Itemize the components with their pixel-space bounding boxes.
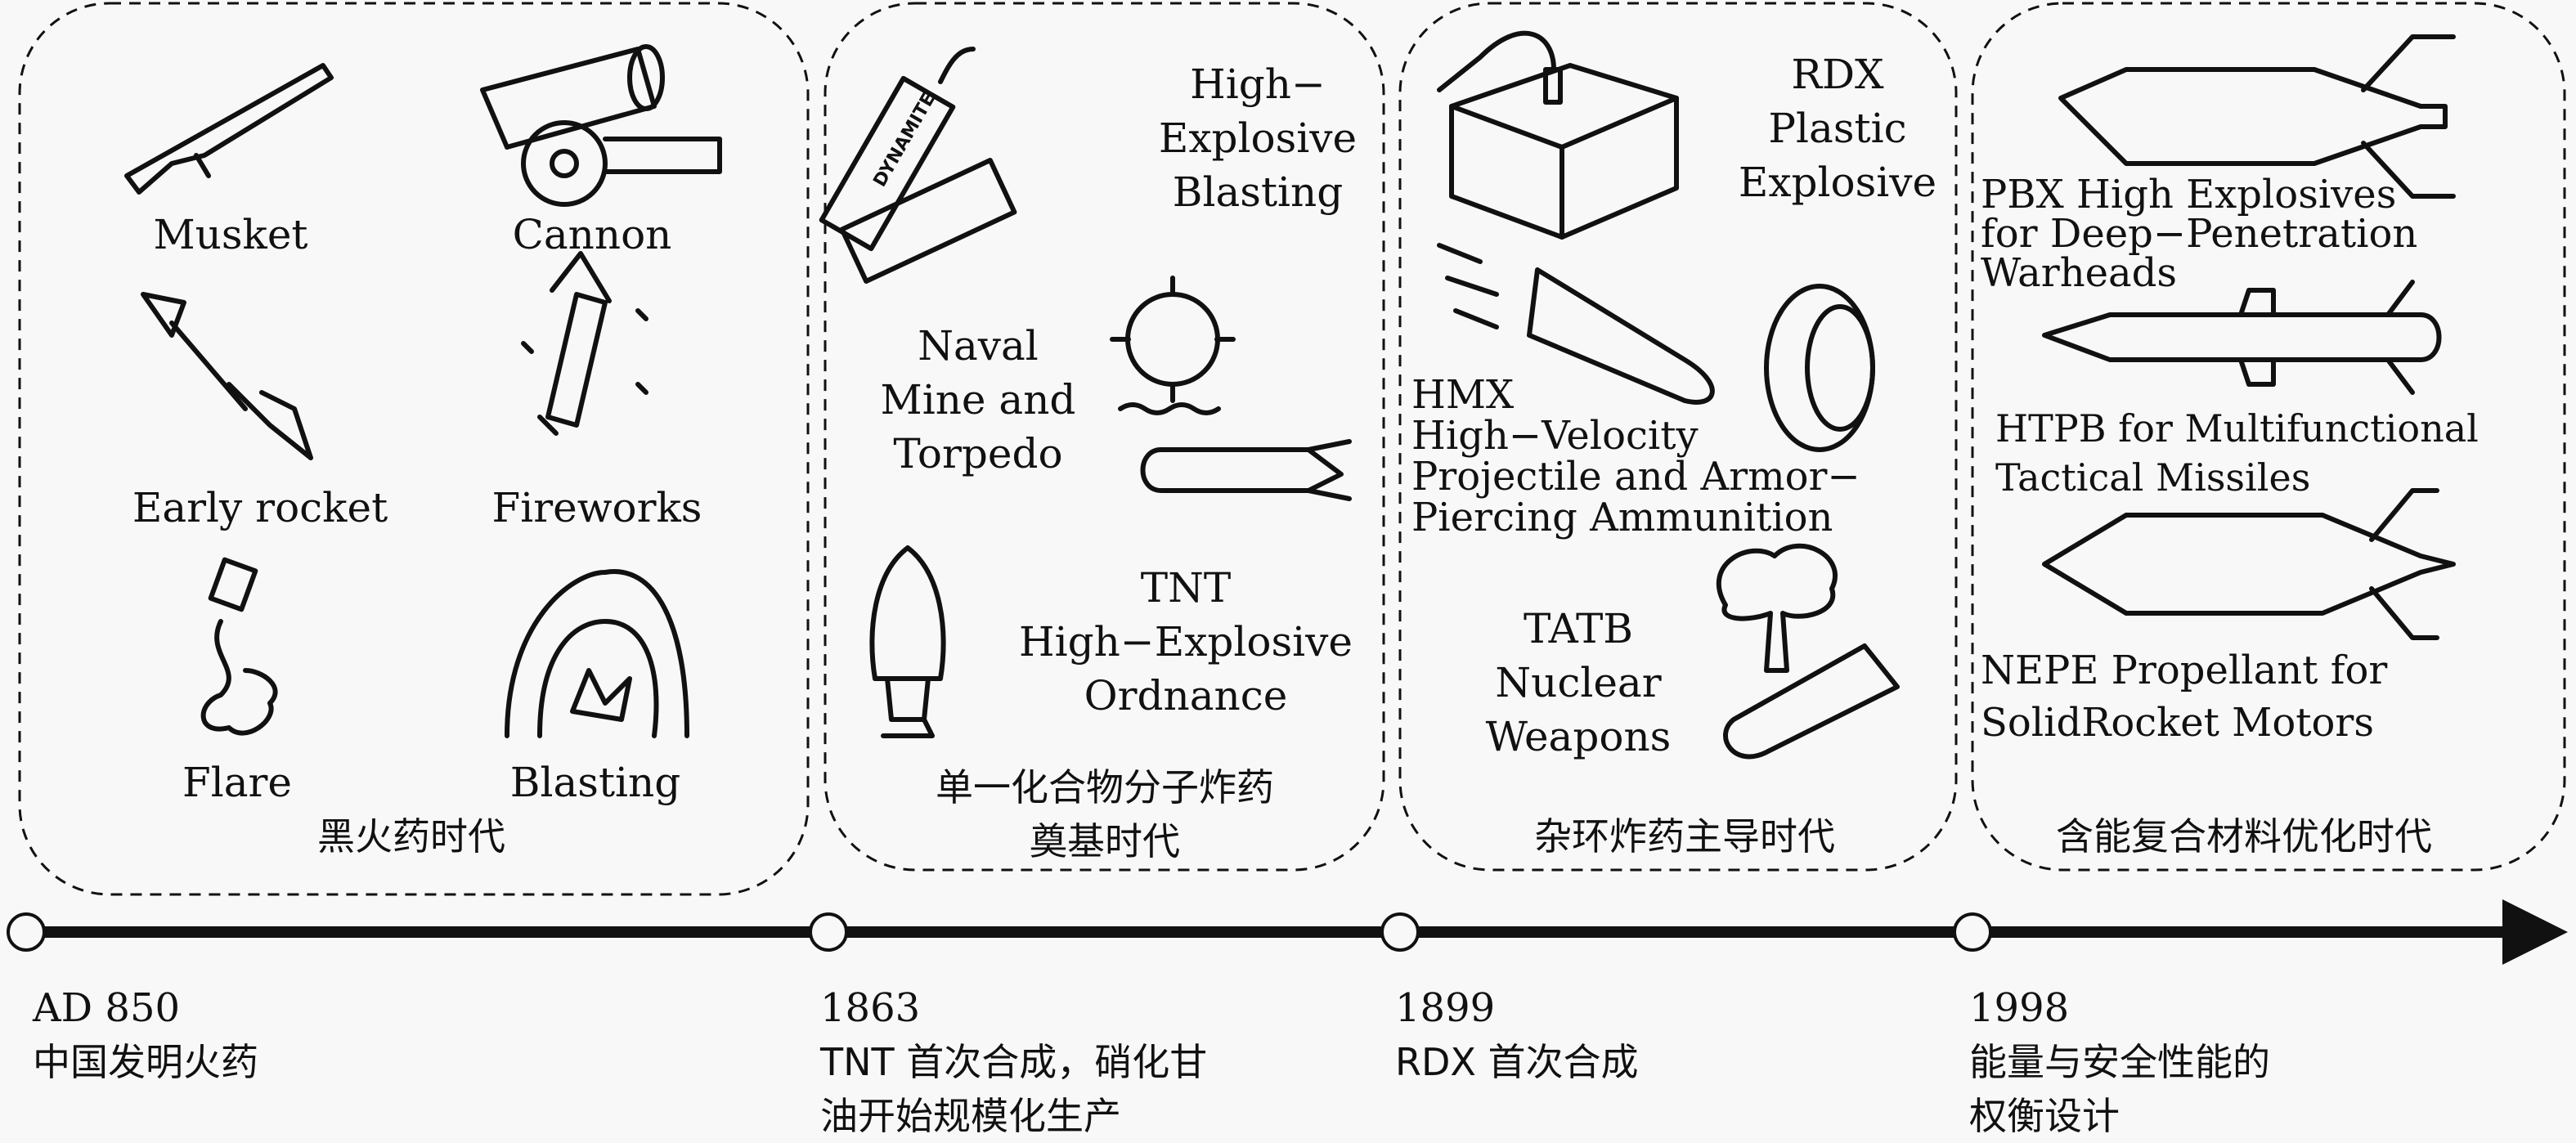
era-box-energetic-composite xyxy=(1971,2,2566,872)
label-line: TATB xyxy=(1523,605,1634,652)
fireworks-icon xyxy=(521,251,648,436)
label-line: Tactical Missiles xyxy=(1995,455,2311,500)
musket-icon xyxy=(124,63,334,195)
label-nepe: NEPE Propellant for SolidRocket Motors xyxy=(1981,644,2387,749)
timeline-label-850: AD 850 中国发明火药 xyxy=(33,981,258,1089)
era-title-single-compound-2: 奠基时代 xyxy=(1030,819,1180,863)
timeline-year: AD 850 xyxy=(33,985,181,1031)
htpb-missile-icon xyxy=(2042,280,2442,395)
label-naval-mine-torpedo: Naval Mine and Torpedo xyxy=(881,319,1076,481)
dynamite-icon: DYNAMITE xyxy=(819,47,1017,284)
timeline-desc: RDX 首次合成 xyxy=(1395,1040,1639,1084)
era-title-black-powder: 黑火药时代 xyxy=(317,814,505,858)
cannon-icon xyxy=(480,44,722,207)
label-line: Piercing Ammunition xyxy=(1411,495,1833,540)
label-pbx: PBX High Explosives for Deep−Penetration… xyxy=(1981,175,2417,293)
label-tnt-ordnance: TNT High−Explosive Ordnance xyxy=(1019,561,1353,723)
timeline-label-1899: 1899 RDX 首次合成 xyxy=(1395,981,1639,1089)
label-line: High−Explosive xyxy=(1019,618,1353,666)
label-line: SolidRocket Motors xyxy=(1981,700,2374,746)
timeline-label-1863: 1863 TNT 首次合成，硝化甘 油开始规模化生产 xyxy=(820,981,1207,1143)
label-line: TNT xyxy=(1140,564,1232,612)
label-line: Plastic xyxy=(1768,105,1907,152)
label-line: HTPB for Multifunctional xyxy=(1995,406,2479,450)
timeline-desc: 权衡设计 xyxy=(1969,1094,2120,1138)
label-tatb: TATB Nuclear Weapons xyxy=(1486,602,1672,764)
flare-icon xyxy=(200,557,278,736)
label-line: Explosive xyxy=(1158,114,1358,162)
torpedo-icon xyxy=(1140,439,1352,501)
naval-mine-icon xyxy=(1110,276,1236,415)
timeline-year: 1863 xyxy=(820,985,921,1031)
label-htpb: HTPB for Multifunctional Tactical Missil… xyxy=(1995,404,2479,502)
label-line: RDX xyxy=(1791,51,1884,98)
label-line: High−Velocity xyxy=(1411,413,1699,459)
label-line: NEPE Propellant for xyxy=(1981,648,2388,693)
label-line: Blasting xyxy=(1172,168,1344,216)
label-line: Naval xyxy=(918,322,1039,370)
label-cannon: Cannon xyxy=(512,211,672,258)
label-flare: Flare xyxy=(182,759,292,806)
label-line: Explosive xyxy=(1738,159,1937,206)
blasting-icon xyxy=(505,569,689,738)
label-blasting: Blasting xyxy=(509,759,681,806)
label-line: Ordnance xyxy=(1084,672,1288,719)
timeline-marker-1863 xyxy=(809,912,848,952)
timeline-marker-1998 xyxy=(1953,912,1992,952)
timeline-marker-1899 xyxy=(1380,912,1420,952)
mortar-shell-icon xyxy=(869,545,946,738)
label-rdx: RDX Plastic Explosive xyxy=(1739,47,1936,209)
era-box-black-powder xyxy=(18,2,810,896)
label-line: PBX High Explosives xyxy=(1981,172,2397,217)
projectile-icon xyxy=(1437,243,1715,405)
label-line: Warheads xyxy=(1981,250,2178,296)
label-line: High− xyxy=(1190,61,1326,108)
dynamite-label: DYNAMITE xyxy=(870,90,940,190)
label-fireworks: Fireworks xyxy=(491,484,702,531)
plastic-explosive-icon xyxy=(1437,30,1679,240)
timeline-label-1998: 1998 能量与安全性能的 权衡设计 xyxy=(1969,981,2270,1143)
label-line: Weapons xyxy=(1485,713,1672,760)
timeline-marker-850 xyxy=(7,912,46,952)
label-line: HMX xyxy=(1411,372,1515,418)
label-line: Mine and xyxy=(880,376,1076,424)
timeline-desc: 中国发明火药 xyxy=(33,1040,258,1084)
label-line: Projectile and Armor− xyxy=(1411,454,1860,500)
early-rocket-icon xyxy=(141,292,313,460)
timeline-arrow xyxy=(7,899,2568,965)
label-line: Nuclear xyxy=(1495,659,1662,706)
era-box-heterocyclic xyxy=(1398,2,1958,872)
timeline-desc: TNT 首次合成，硝化甘 xyxy=(820,1040,1208,1084)
label-musket: Musket xyxy=(153,211,308,258)
era-box-single-compound xyxy=(824,2,1385,872)
timeline-year: 1998 xyxy=(1969,985,2070,1031)
label-early-rocket: Early rocket xyxy=(132,484,388,531)
label-high-explosive-blasting: High− Explosive Blasting xyxy=(1159,57,1357,219)
era-title-energetic-composite: 含能复合材料优化时代 xyxy=(2056,814,2432,858)
era-title-single-compound-1: 单一化合物分子炸药 xyxy=(936,765,1274,809)
timeline-desc: 油开始规模化生产 xyxy=(820,1094,1121,1138)
label-hmx: HMX High−Velocity Projectile and Armor− … xyxy=(1411,374,1860,538)
nuclear-bomb-icon xyxy=(1717,543,1900,760)
armor-piercing-round-icon xyxy=(1764,284,1875,452)
pbx-missile-icon xyxy=(2058,34,2456,199)
nepe-missile-icon xyxy=(2042,488,2456,640)
timeline-desc: 能量与安全性能的 xyxy=(1969,1040,2270,1084)
era-title-heterocyclic: 杂环炸药主导时代 xyxy=(1534,814,1835,858)
label-line: Torpedo xyxy=(893,430,1063,477)
label-line: for Deep−Penetration xyxy=(1981,211,2418,257)
timeline-year: 1899 xyxy=(1395,985,1496,1031)
